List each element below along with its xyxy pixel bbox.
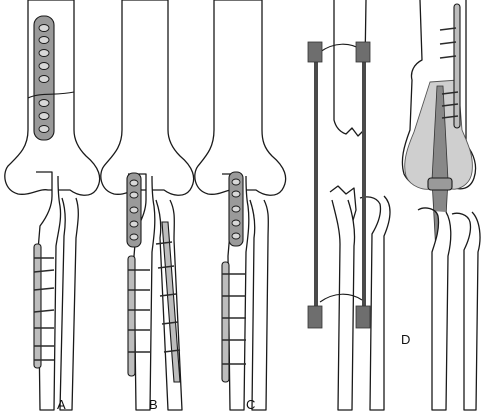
radius <box>60 198 78 410</box>
rod-head <box>428 178 452 190</box>
fixator-clamp <box>308 306 322 328</box>
ulna <box>418 208 451 410</box>
panel-b: B <box>101 0 194 412</box>
humerus-proximal <box>334 0 366 136</box>
panel-label-b: B <box>149 397 158 412</box>
fixator-clamp <box>356 42 370 62</box>
panel-label-a: A <box>57 397 66 412</box>
fixator-clamp <box>308 42 322 62</box>
panel-d: D <box>401 0 480 410</box>
humerus <box>101 0 194 195</box>
panel-external-fixator <box>308 0 390 410</box>
ulna-plate <box>128 256 135 376</box>
panel-c: C <box>195 0 286 412</box>
radius <box>452 212 480 410</box>
plate-holes <box>39 25 49 133</box>
ulna <box>332 200 355 410</box>
panel-label-d: D <box>401 332 410 347</box>
humerus-plate <box>454 4 460 128</box>
humerus <box>195 0 286 195</box>
radius <box>250 200 268 410</box>
ulna-plate <box>34 244 41 368</box>
panel-label-c: C <box>246 397 255 412</box>
fixator-clamp <box>356 306 370 328</box>
panel-a: A <box>5 0 100 412</box>
